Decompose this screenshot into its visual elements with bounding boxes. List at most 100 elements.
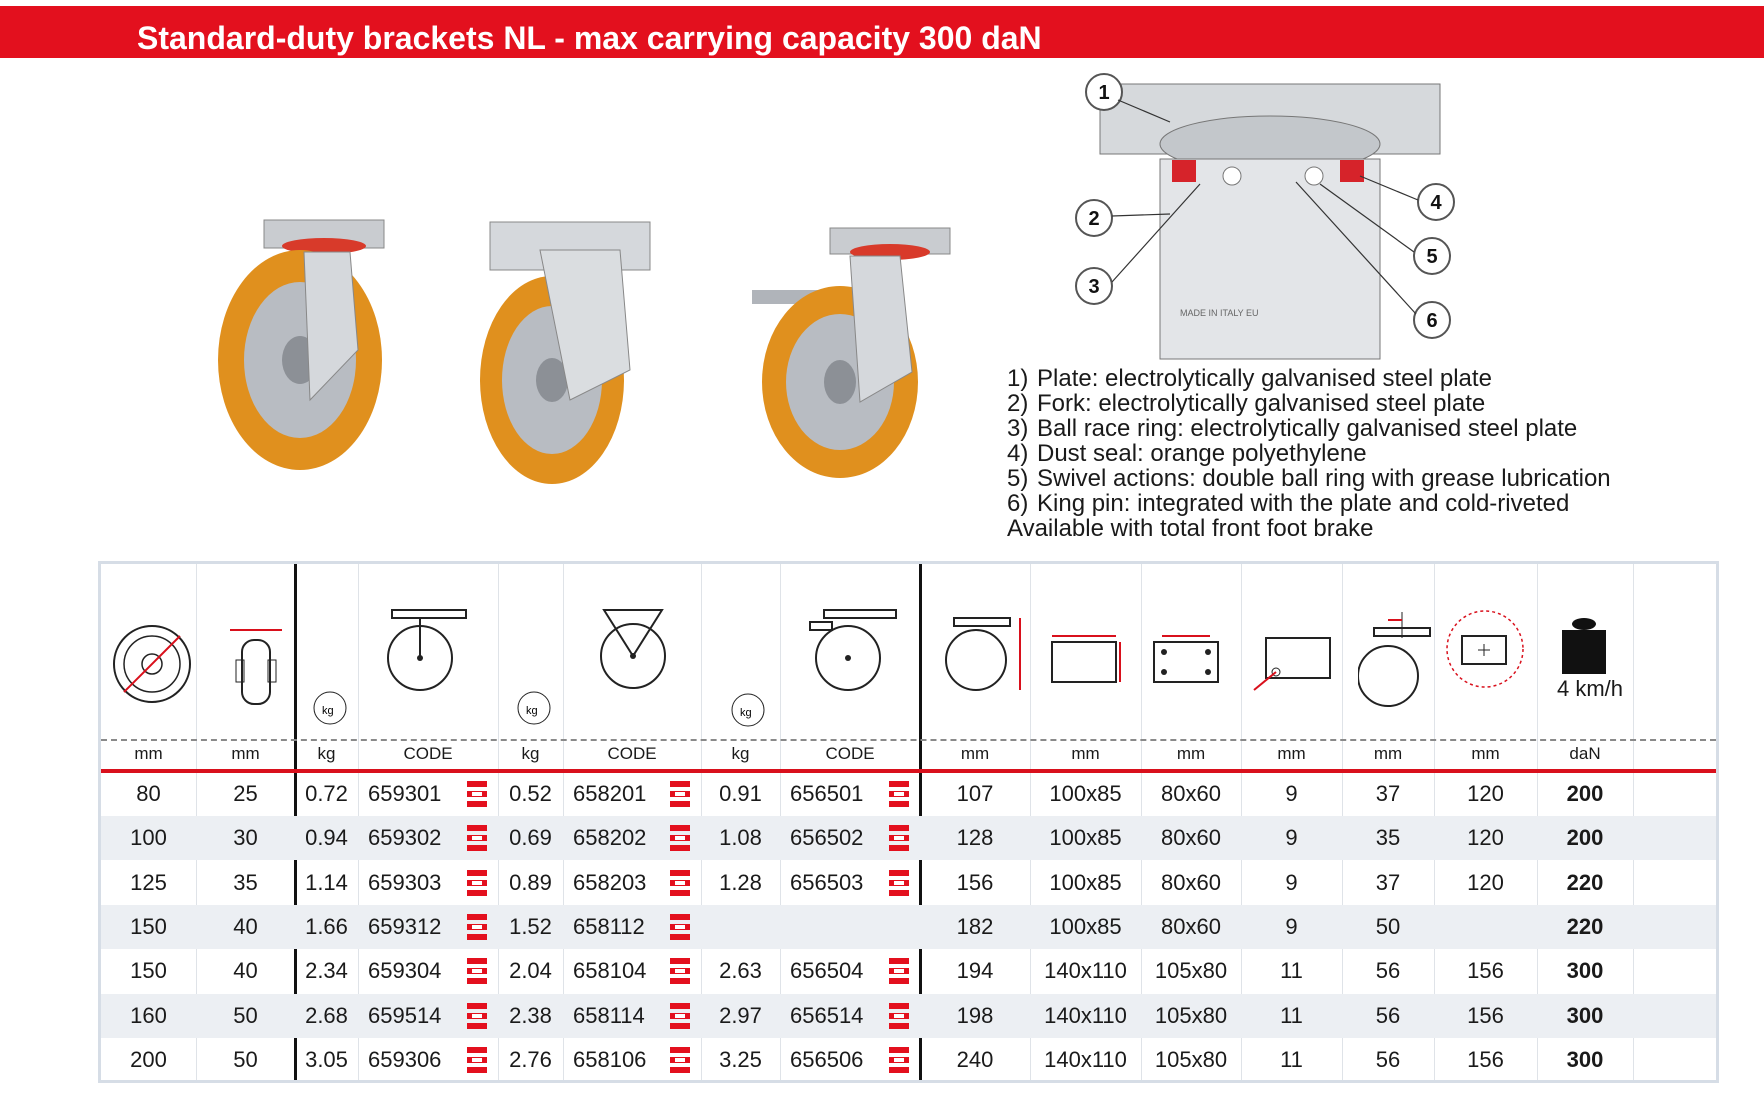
table-cell: 37 xyxy=(1375,781,1401,806)
stock-icon xyxy=(670,1046,690,1073)
made-in-stamp: MADE IN ITALY EU xyxy=(1180,308,1259,318)
bolt-hole-icon xyxy=(1253,637,1331,691)
table-cell: 156 xyxy=(1467,958,1504,984)
swivel-radius-icon xyxy=(1446,610,1524,688)
wheel-diameter-icon xyxy=(113,625,191,703)
component-legend: 1)Plate: electrolytically galvanised ste… xyxy=(1007,366,1611,541)
table-cell: 194 xyxy=(956,958,994,984)
unit-label: CODE xyxy=(825,744,875,763)
table-cell: 659304 xyxy=(368,958,442,984)
table-cell: 3.05 xyxy=(305,1046,348,1072)
unit-label: CODE xyxy=(403,744,453,763)
table-cell: 659301 xyxy=(368,781,442,806)
table-cell: 100x85 xyxy=(1049,913,1122,939)
stock-icon xyxy=(889,869,909,896)
callout-5: 5 xyxy=(1426,246,1437,268)
table-cell: 120 xyxy=(1467,825,1504,851)
unit-label: kg xyxy=(521,744,540,763)
unit-label: mm xyxy=(1176,744,1206,763)
table-cell: 40 xyxy=(233,958,258,984)
table-cell: 658203 xyxy=(573,869,647,895)
table-cell: 11 xyxy=(1280,1046,1303,1072)
table-cell: 9 xyxy=(1285,869,1298,895)
stock-icon xyxy=(467,869,487,896)
cross-section-diagram: 1 2 3 4 5 6 MADE IN ITALY EU xyxy=(1075,73,1455,360)
stock-icon xyxy=(467,913,487,940)
legend-item: 2)Fork: electrolytically galvanised stee… xyxy=(1007,390,1486,417)
legend-item: 6)King pin: integrated with the plate an… xyxy=(1007,490,1570,517)
table-cell: 220 xyxy=(1566,913,1604,939)
callout-2: 2 xyxy=(1088,208,1099,230)
table-cell: 659312 xyxy=(368,913,442,939)
table-cell: 659303 xyxy=(368,869,442,895)
table-cell: 658104 xyxy=(573,958,647,984)
table-cell: 0.94 xyxy=(305,825,348,851)
table-cell: 2.38 xyxy=(509,1002,552,1028)
table-cell: 150 xyxy=(130,913,167,939)
stock-icon xyxy=(889,825,909,852)
svg-text:kg: kg xyxy=(740,707,752,719)
unit-label: CODE xyxy=(607,744,657,763)
table-cell: 80x60 xyxy=(1161,781,1221,806)
table-cell: 80 xyxy=(136,781,161,806)
unit-label: mm xyxy=(134,744,163,763)
table-cell: 120 xyxy=(1467,869,1504,895)
fixed-castor-photo xyxy=(480,221,651,484)
table-cell: 656502 xyxy=(790,825,864,851)
stock-icon xyxy=(467,825,487,852)
stock-icon xyxy=(670,958,690,985)
table-cell: 656504 xyxy=(790,958,864,984)
stock-icon xyxy=(670,825,690,852)
table-cell: 25 xyxy=(233,781,258,806)
legend-item: 1)Plate: electrolytically galvanised ste… xyxy=(1007,365,1492,392)
title-banner: Standard-duty brackets NL - max carrying… xyxy=(0,6,1764,58)
stock-icon xyxy=(889,781,909,807)
table-cell: 160 xyxy=(130,1002,167,1028)
page-title: Standard-duty brackets NL - max carrying… xyxy=(137,20,1042,56)
table-cell: 140x110 xyxy=(1044,1046,1127,1072)
legend-item: 4)Dust seal: orange polyethylene xyxy=(1007,440,1367,467)
table-cell: 35 xyxy=(233,869,258,895)
wheel-width-icon xyxy=(230,629,282,705)
stock-icon xyxy=(467,1002,487,1029)
weight-icon-fixed: kg xyxy=(517,691,551,725)
table-cell: 658112 xyxy=(573,913,645,939)
specification-table xyxy=(98,561,1719,1083)
unit-label: kg xyxy=(317,744,336,763)
table-cell: 9 xyxy=(1285,825,1298,851)
table-cell: 1.66 xyxy=(305,913,348,939)
table-cell: 56 xyxy=(1375,1046,1401,1072)
bolt-spacing-icon xyxy=(1153,635,1219,683)
stock-icon xyxy=(670,913,690,940)
table-cell: 100x85 xyxy=(1049,869,1122,895)
table-cell: 659514 xyxy=(368,1002,442,1028)
table-cell: 0.72 xyxy=(305,781,348,806)
table-cell: 658202 xyxy=(573,825,647,851)
table-cell: 37 xyxy=(1375,869,1401,895)
table-cell: 656501 xyxy=(790,781,864,806)
units-separator xyxy=(101,739,1716,741)
unit-label: mm xyxy=(1471,744,1500,763)
header-rule xyxy=(101,769,1716,773)
stock-icon xyxy=(467,781,487,807)
table-cell: 56 xyxy=(1375,958,1401,984)
table-cell: 80x60 xyxy=(1161,869,1221,895)
table-cell: 1.14 xyxy=(305,869,348,895)
table-cell: 30 xyxy=(233,825,258,851)
table-cell: 2.63 xyxy=(719,958,762,984)
unit-label: mm xyxy=(960,744,990,763)
table-cell: 300 xyxy=(1566,958,1604,984)
table-cell: 2.76 xyxy=(509,1046,552,1072)
table-cell: 150 xyxy=(130,958,167,984)
table-cell: 2.34 xyxy=(305,958,348,984)
unit-label: kg xyxy=(731,744,750,763)
unit-label: mm xyxy=(1373,744,1403,763)
table-cell: 2.68 xyxy=(305,1002,348,1028)
load-capacity-icon xyxy=(1562,618,1606,674)
plate-size-icon xyxy=(1051,635,1121,683)
braked-castor-icon xyxy=(809,609,897,691)
table-cell: 656503 xyxy=(790,869,864,895)
table-cell: 9 xyxy=(1285,781,1298,806)
unit-label: mm xyxy=(1071,744,1100,763)
table-cell: 198 xyxy=(956,1002,994,1028)
